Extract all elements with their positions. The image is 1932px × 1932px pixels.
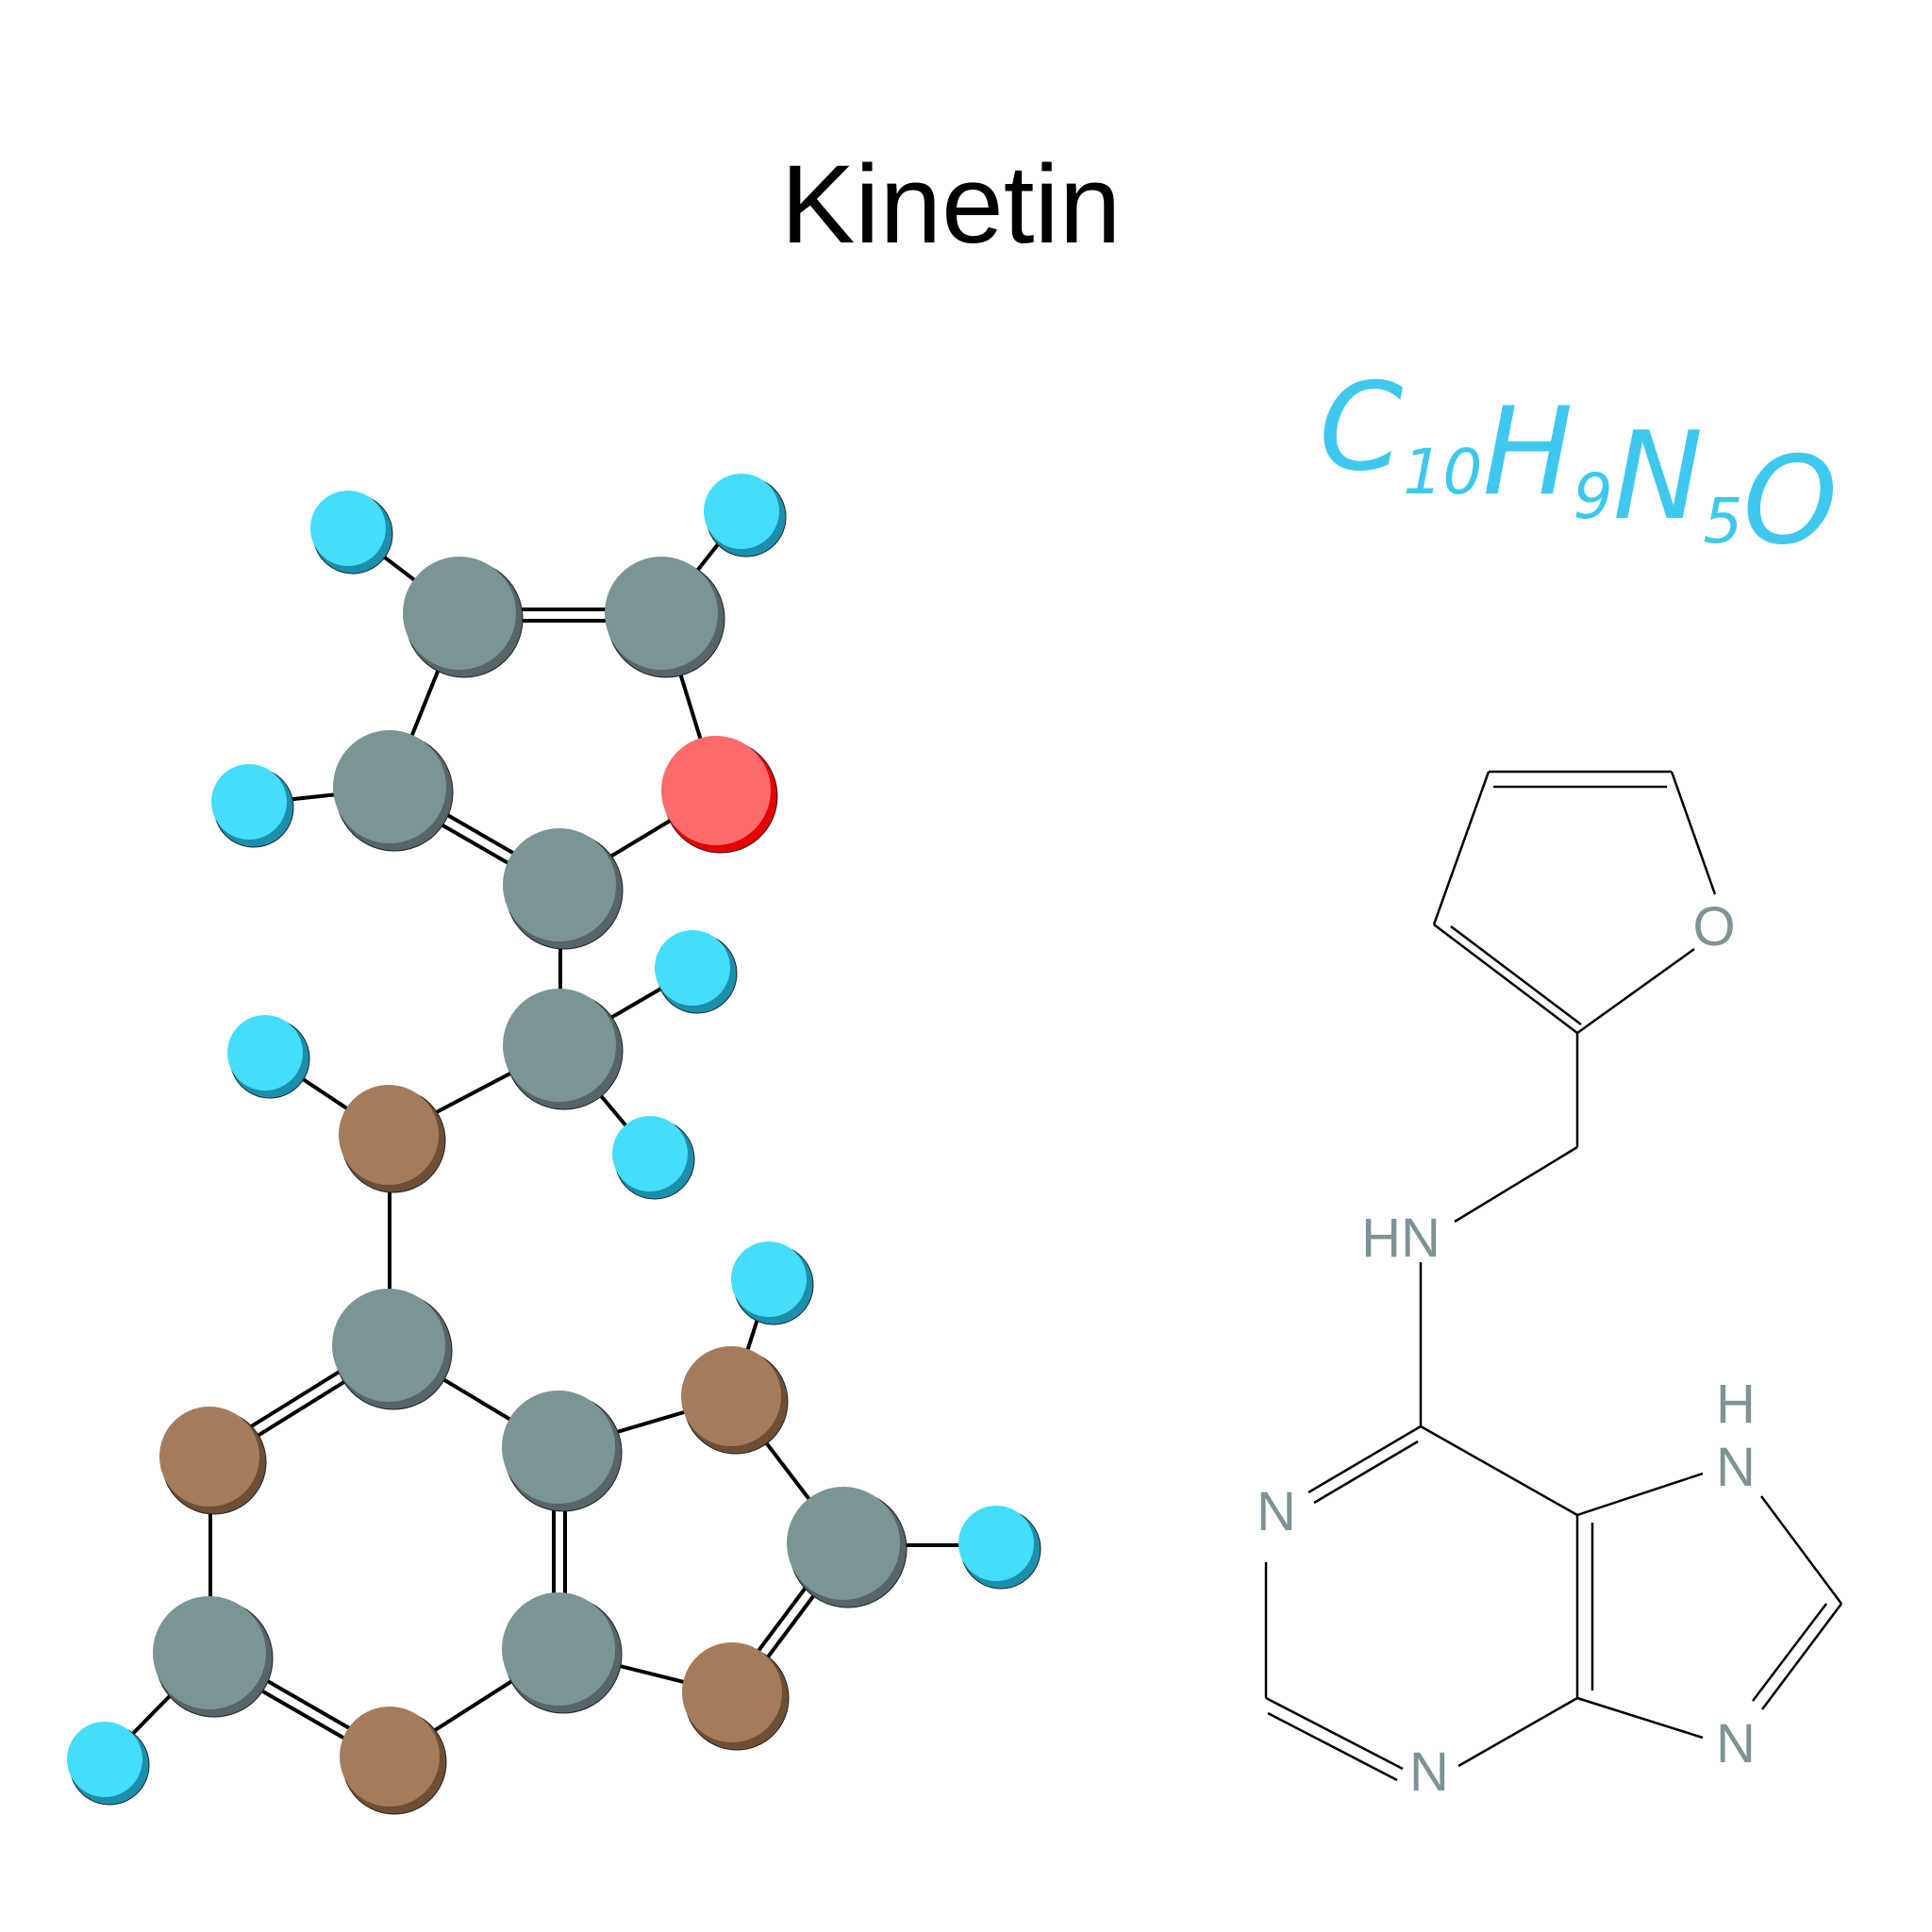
skeletal-bond	[1307, 1424, 1422, 1494]
model-atom-nitrogen	[340, 1707, 447, 1815]
skeletal-bond	[1576, 1696, 1704, 1740]
molecular-formula: C10H9N5O	[1319, 358, 1838, 572]
skeletal-formula	[1264, 770, 1843, 1782]
model-atom-nitrogen	[159, 1407, 267, 1515]
diagram-title: Kinetin	[781, 142, 1122, 267]
model-atom-carbon	[333, 730, 454, 852]
skeletal-bond	[1450, 925, 1582, 1025]
skeletal-label-imidazole-nh: N	[1716, 1437, 1756, 1498]
model-atom-hydrogen	[731, 1241, 814, 1325]
skeletal-label-oxygen: O	[1692, 896, 1735, 958]
model-atom-nitrogen	[682, 1642, 790, 1751]
skeletal-atom-labels: O HN N N H N N	[1257, 896, 1756, 1803]
skeletal-bond	[1752, 1603, 1827, 1702]
model-atom-nitrogen	[339, 1085, 446, 1193]
model-atom-hydrogen	[958, 1506, 1041, 1590]
model-atom-oxygen	[661, 736, 778, 854]
model-atom-hydrogen	[655, 930, 738, 1014]
skeletal-label-pyrimidine-n3: N	[1409, 1741, 1449, 1803]
skeletal-bond	[1759, 1495, 1843, 1605]
model-atom-hydrogen	[612, 1116, 695, 1200]
formula-subscript: 5	[1703, 485, 1742, 558]
model-atom-carbon	[502, 1592, 623, 1714]
ball-and-stick-model	[67, 474, 1041, 1815]
model-atom-carbon	[502, 1391, 623, 1512]
model-atom-nitrogen	[681, 1346, 789, 1455]
skeletal-bond	[1267, 1711, 1398, 1782]
skeletal-bond	[1670, 771, 1717, 895]
skeletal-label-pyrimidine-n1: N	[1257, 1481, 1296, 1542]
skeletal-bond	[1576, 1472, 1704, 1517]
skeletal-bond	[1432, 771, 1491, 925]
model-atom-carbon	[605, 557, 725, 678]
formula-element: C	[1319, 358, 1403, 498]
skeletal-label-imidazole-n: N	[1716, 1713, 1756, 1774]
skeletal-bond	[1420, 1424, 1578, 1517]
formula-element: O	[1742, 431, 1838, 572]
formula-subscript: 9	[1574, 460, 1613, 533]
model-atom-hydrogen	[211, 764, 294, 848]
skeletal-bond	[1576, 947, 1695, 1035]
model-atom-hydrogen	[704, 474, 787, 558]
skeletal-label-amine: HN	[1361, 1208, 1441, 1269]
formula-text: C10H9N5O	[1319, 358, 1838, 572]
model-atom-carbon	[332, 1289, 453, 1410]
skeletal-label-imidazole-h: H	[1716, 1374, 1756, 1435]
model-atom-hydrogen	[67, 1722, 150, 1806]
model-atom-carbon	[153, 1596, 274, 1718]
skeletal-bond	[1457, 1696, 1578, 1768]
skeletal-bond	[1454, 1145, 1578, 1224]
formula-subscript: 10	[1403, 436, 1482, 508]
formula-element: N	[1613, 407, 1704, 547]
model-atom-carbon	[503, 828, 624, 950]
formula-element: H	[1482, 382, 1573, 523]
skeletal-bond	[1313, 1440, 1419, 1505]
skeletal-bond	[1761, 1603, 1842, 1710]
model-atoms	[67, 474, 1041, 1815]
skeletal-bond	[1265, 1696, 1404, 1771]
skeletal-bond	[1433, 924, 1578, 1034]
model-atom-hydrogen	[227, 1015, 310, 1099]
model-atom-carbon	[503, 989, 624, 1110]
model-atom-carbon	[787, 1487, 908, 1608]
model-atom-carbon	[403, 557, 524, 678]
model-atom-hydrogen	[310, 491, 393, 575]
